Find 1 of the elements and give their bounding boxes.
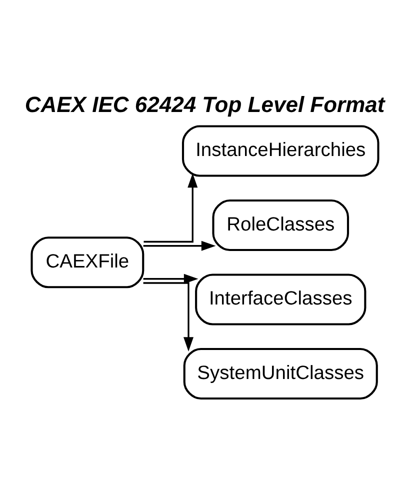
diagram-title: CAEX IEC 62424 Top Level Format <box>24 92 385 117</box>
